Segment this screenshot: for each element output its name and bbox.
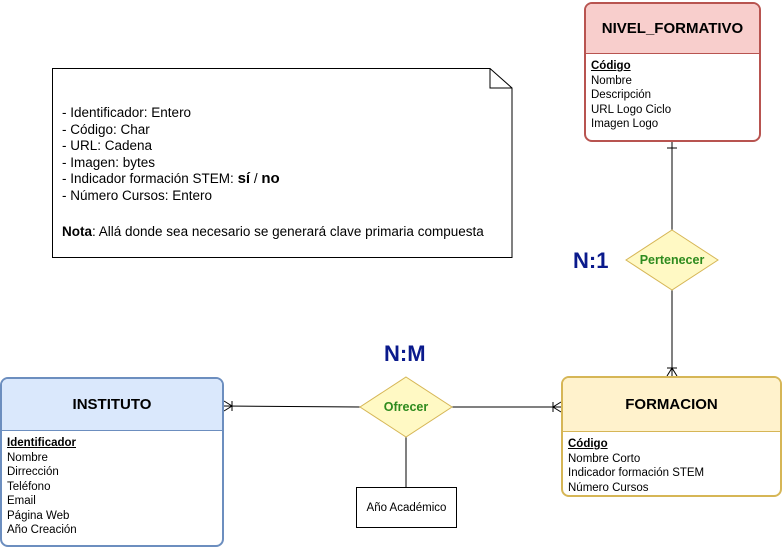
note-line-stem: - Indicador formación STEM: sí / no bbox=[62, 170, 280, 188]
attribute: URL Logo Ciclo bbox=[591, 103, 672, 116]
note-footer-label: Nota bbox=[62, 224, 92, 239]
attribute: Nombre bbox=[591, 74, 632, 87]
note-line: - Número Cursos: Entero bbox=[62, 187, 213, 203]
note-footer: Nota: Allá donde sea necesario se genera… bbox=[62, 224, 484, 241]
stem-si: sí bbox=[237, 170, 251, 187]
note-line: - Identificador: Entero bbox=[62, 105, 192, 120]
entity-formacion[interactable]: FORMACION Código Nombre Corto Indicador … bbox=[561, 376, 782, 497]
cardinality-ofrecer: N:M bbox=[384, 341, 426, 366]
entity-title: FORMACION bbox=[563, 378, 780, 432]
attribute: Imagen Logo bbox=[591, 118, 659, 130]
ofrecer-label: Ofrecer bbox=[383, 400, 429, 414]
note: - Identificador: Entero - Código: Char -… bbox=[52, 68, 512, 258]
entity-title: INSTITUTO bbox=[2, 379, 222, 431]
relationship-attribute-box[interactable]: Año Académico bbox=[356, 487, 457, 528]
note-fold bbox=[489, 68, 512, 89]
note-line: - Imagen: bytes bbox=[62, 154, 156, 170]
attribute: Dirrección bbox=[7, 466, 59, 478]
attribute-list: Código Nombre Corto Indicador formación … bbox=[563, 432, 780, 495]
entity-instituto[interactable]: INSTITUTO Identificador Nombre Dirrecció… bbox=[0, 377, 224, 547]
primary-key: Código bbox=[591, 60, 631, 72]
attribute: Descripción bbox=[591, 89, 652, 101]
attribute: Nombre bbox=[7, 451, 48, 464]
attribute: Nombre Corto bbox=[568, 452, 641, 465]
primary-key: Identificador bbox=[7, 437, 77, 449]
many-marker-instituto bbox=[223, 400, 233, 412]
note-shape bbox=[52, 68, 513, 258]
entity-title: NIVEL_FORMATIVO bbox=[586, 4, 759, 54]
cardinality-pertenecer: N:1 bbox=[573, 248, 609, 273]
primary-key: Código bbox=[568, 438, 608, 450]
attribute: Número Cursos bbox=[568, 481, 649, 494]
attribute: Año Creación bbox=[7, 524, 77, 536]
attribute-list: Código Nombre Descripción URL Logo Ciclo… bbox=[586, 54, 759, 132]
note-line: - Código: Char bbox=[62, 121, 150, 137]
ofrecer-diamond[interactable] bbox=[359, 376, 453, 438]
pertenecer-diamond[interactable] bbox=[625, 229, 719, 291]
attribute: Indicador formación STEM bbox=[568, 467, 705, 479]
stem-prefix: - Indicador formación STEM: bbox=[62, 171, 238, 186]
pertenecer-label: Pertenecer bbox=[639, 253, 705, 267]
stem-sep: / bbox=[250, 171, 262, 186]
entity-nivel-formativo[interactable]: NIVEL_FORMATIVO Código Nombre Descripció… bbox=[584, 2, 761, 142]
attribute: Email bbox=[7, 495, 36, 507]
line-instituto-ofrecer bbox=[223, 405, 361, 408]
relationship-attribute-label: Año Académico bbox=[366, 501, 447, 514]
many-marker-formacion-left bbox=[552, 401, 562, 413]
attribute: Página Web bbox=[7, 509, 70, 522]
note-footer-text: : Allá donde sea necesario se generará c… bbox=[92, 224, 484, 239]
attribute: Teléfono bbox=[7, 480, 51, 493]
stem-no: no bbox=[261, 170, 280, 187]
many-marker-formacion bbox=[666, 367, 678, 377]
attribute-list: Identificador Nombre Dirrección Teléfono… bbox=[2, 431, 222, 538]
note-line: - URL: Cadena bbox=[62, 138, 153, 153]
